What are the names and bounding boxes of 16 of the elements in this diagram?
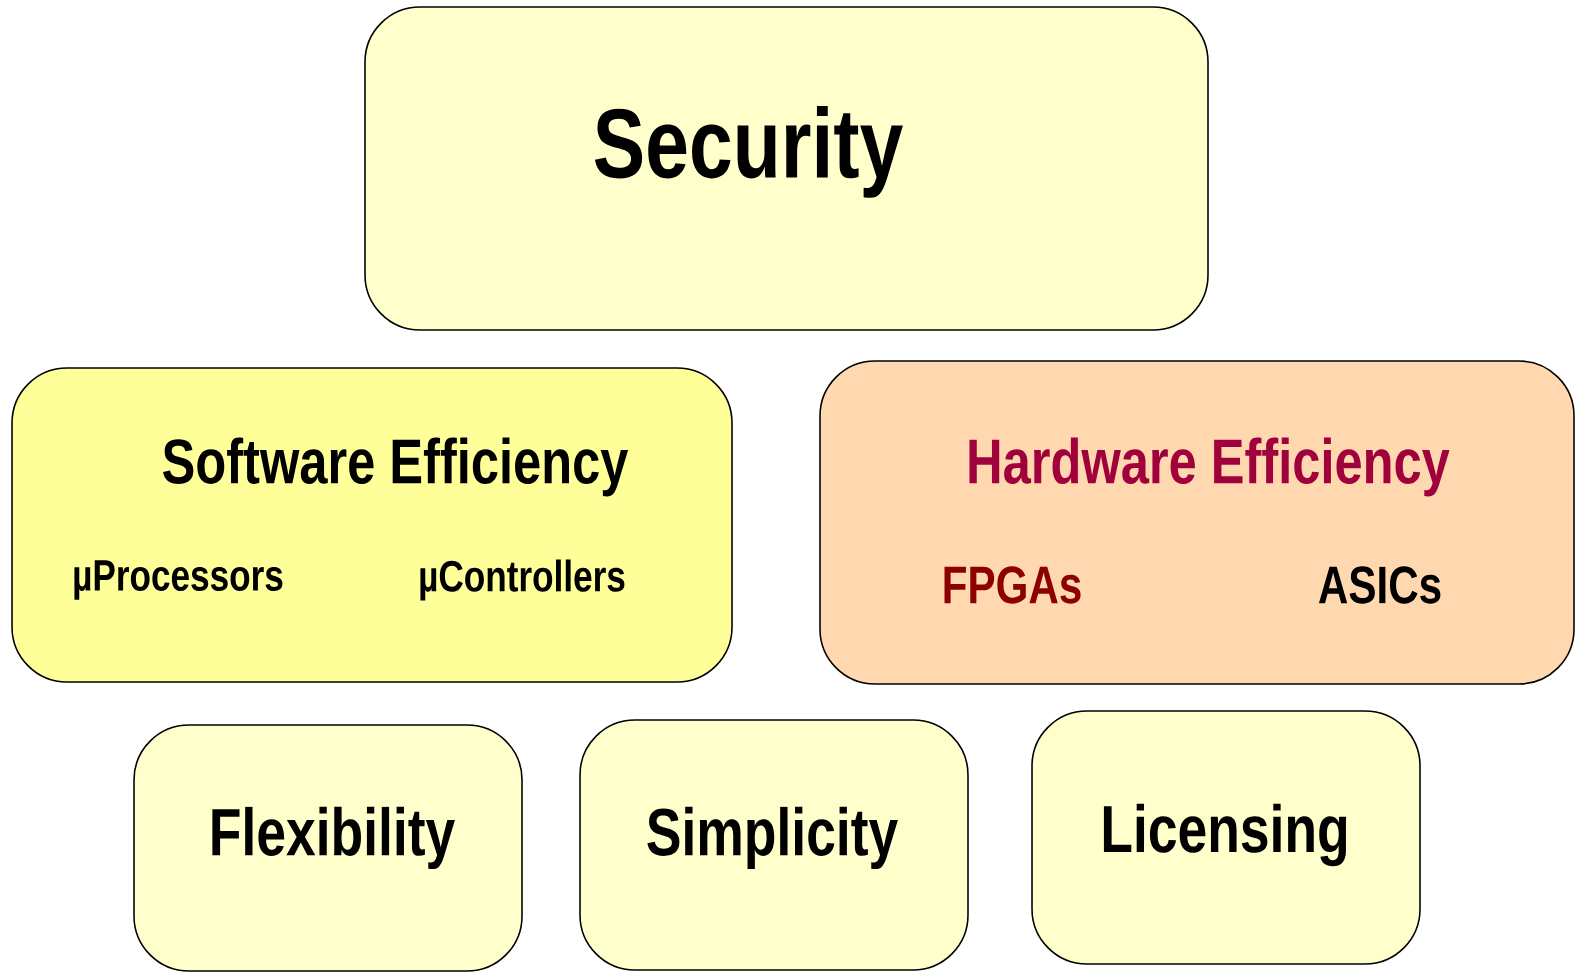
- box-item: ASICs: [1318, 566, 1441, 604]
- box-title: Flexibility: [212, 806, 455, 870]
- box-title: Security: [594, 106, 903, 198]
- box-title: Licensing: [1103, 803, 1347, 867]
- rounded-box: [133, 724, 523, 972]
- rounded-box: [11, 367, 733, 683]
- box-item: FPGAs: [944, 566, 1081, 604]
- rounded-box: [1031, 710, 1421, 965]
- rounded-box: [579, 719, 969, 971]
- box-item: µProcessors: [74, 560, 283, 600]
- box-title: Hardware Efficiency: [969, 437, 1450, 497]
- rounded-box: [819, 360, 1575, 685]
- box-item: µControllers: [420, 559, 625, 601]
- rounded-box: [364, 6, 1209, 331]
- box-title: Simplicity: [647, 806, 898, 870]
- box-title: Software Efficiency: [163, 437, 629, 497]
